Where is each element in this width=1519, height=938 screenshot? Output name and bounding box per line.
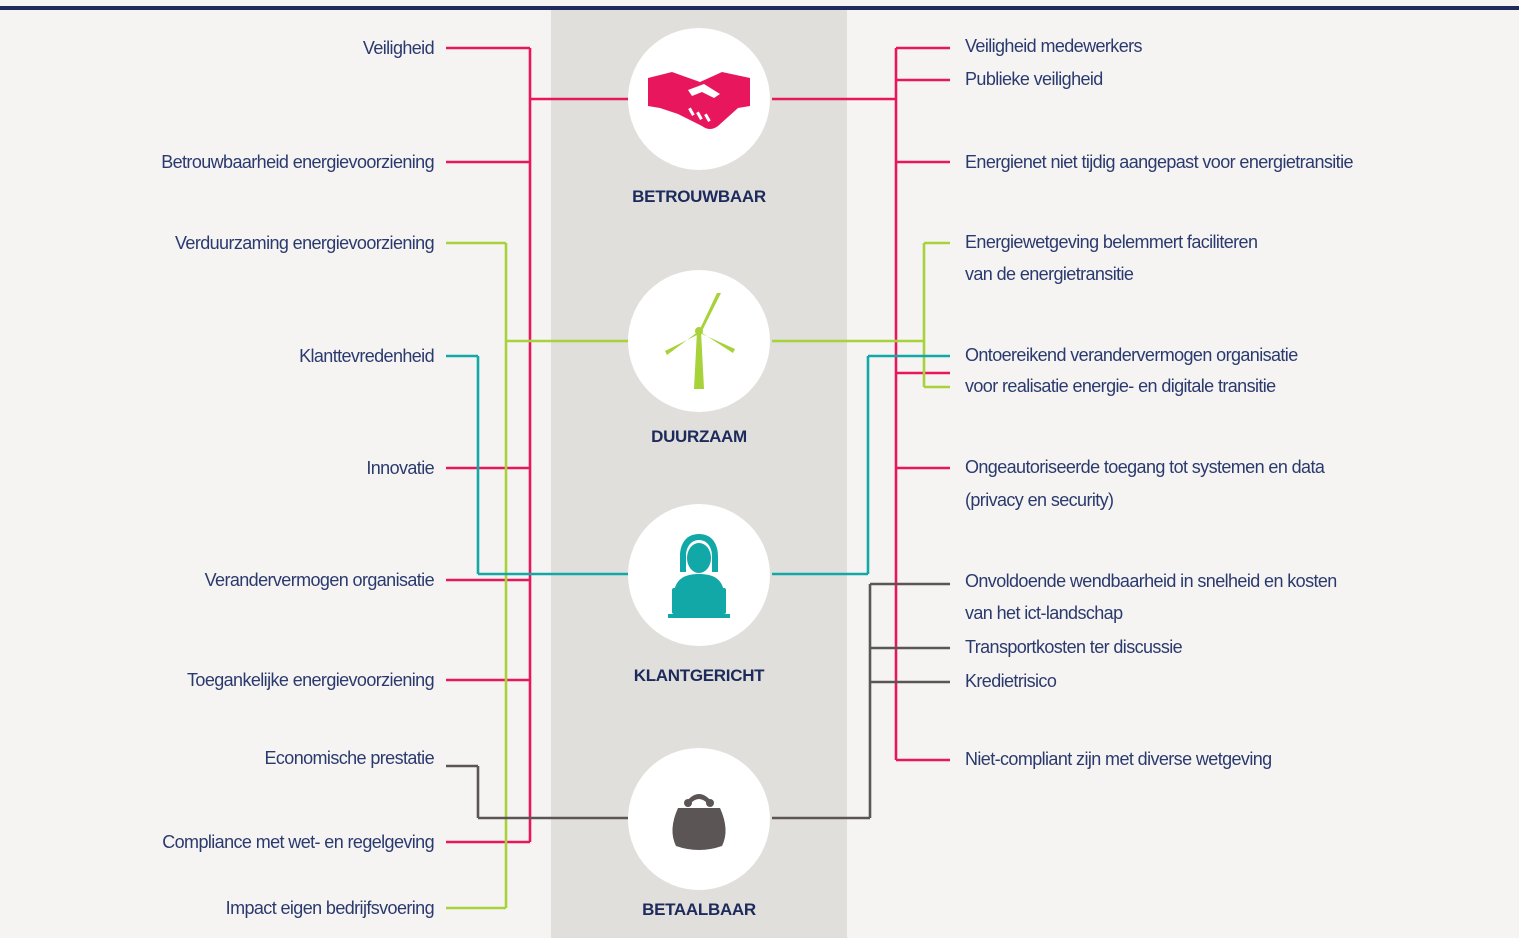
right-item-niet-compliant: Niet-compliant zijn met diverse wetgevin… <box>965 749 1272 769</box>
left-item-toegankelijke: Toegankelijke energievoorziening <box>187 670 435 690</box>
betrouwbaar-circle <box>628 28 770 170</box>
right-item-publieke-veiligheid: Publieke veiligheid <box>965 69 1103 89</box>
right-item-onvoldoende-line2: van het ict-landschap <box>965 603 1123 623</box>
betaalbaar-circle <box>628 748 770 890</box>
left-item-verandervermogen: Verandervermogen organisatie <box>204 570 435 590</box>
handshake-icon <box>648 72 750 129</box>
duurzaam-label: DUURZAAM <box>651 427 747 446</box>
left-item-compliance: Compliance met wet- en regelgeving <box>162 832 434 852</box>
betrouwbaar-left-connectors <box>446 46 628 844</box>
left-item-klanttevredenheid: Klanttevredenheid <box>299 346 435 366</box>
klantgericht-circle <box>628 504 770 646</box>
purse-icon <box>672 794 726 850</box>
right-item-energiewetgeving-line2: van de energietransitie <box>965 264 1134 284</box>
right-item-transportkosten: Transportkosten ter discussie <box>965 637 1183 657</box>
top-rule <box>0 6 1519 10</box>
customer-service-icon <box>668 534 730 618</box>
right-item-ongeautoriseerde-line1: Ongeautoriseerde toegang tot systemen en… <box>965 457 1325 477</box>
left-item-innovatie: Innovatie <box>366 458 434 478</box>
right-item-energiewetgeving-line1: Energiewetgeving belemmert faciliteren <box>965 232 1258 252</box>
betaalbaar-connectors <box>446 582 950 820</box>
left-item-veiligheid: Veiligheid <box>362 38 435 58</box>
right-item-veiligheid-medewerkers: Veiligheid medewerkers <box>965 36 1143 56</box>
left-item-impact: Impact eigen bedrijfsvoering <box>225 898 435 918</box>
betaalbaar-label: BETAALBAAR <box>642 900 756 919</box>
right-item-kredietrisico: Kredietrisico <box>965 671 1057 691</box>
duurzaam-circle <box>628 270 770 412</box>
left-item-economische-prestatie: Economische prestatie <box>264 748 435 768</box>
right-item-energienet: Energienet niet tijdig aangepast voor en… <box>965 152 1353 172</box>
klantgericht-label: KLANTGERICHT <box>633 666 765 685</box>
right-item-ongeautoriseerde-line2: (privacy en security) <box>965 490 1114 510</box>
betrouwbaar-label: BETROUWBAAR <box>632 187 766 206</box>
duurzaam-connectors <box>446 241 950 910</box>
right-item-ontoereikend-line1: Ontoereikend verandervermogen organisati… <box>965 345 1298 365</box>
left-item-verduurzaming: Verduurzaming energievoorziening <box>175 233 435 253</box>
right-item-ontoereikend-line2: voor realisatie energie- en digitale tra… <box>965 376 1276 396</box>
left-item-betrouwbaarheid: Betrouwbaarheid energievoorziening <box>161 152 434 172</box>
right-item-onvoldoende-line1: Onvoldoende wendbaarheid in snelheid en … <box>965 571 1337 591</box>
wind-turbine-icon <box>665 293 735 389</box>
klantgericht-connectors <box>446 354 950 576</box>
betrouwbaar-right-connectors <box>772 46 950 762</box>
